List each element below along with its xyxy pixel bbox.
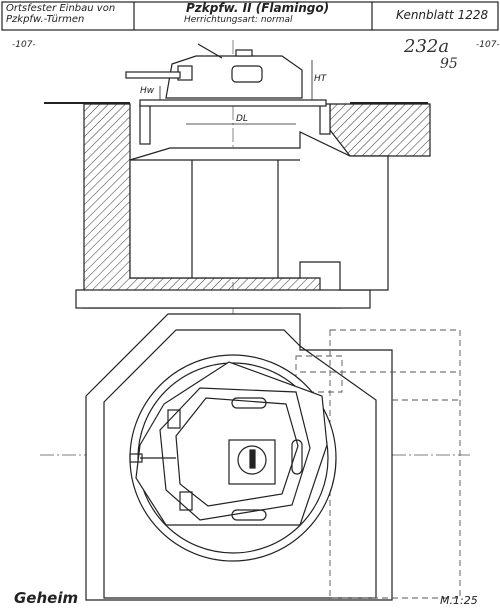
section-view: [75, 43, 431, 309]
drawing-title: Pzkpfw. II (Flamingo): [186, 1, 330, 15]
header-caption-line2: Pzkpfw.-Türmen: [6, 14, 85, 25]
handwritten-stamp-line2: 95: [440, 56, 458, 72]
sheet-number-left: -107-: [12, 40, 36, 50]
sheet-number-right: -107-: [476, 40, 500, 50]
classification-label: Geheim: [14, 589, 79, 607]
dimension-label-ht: HT: [314, 74, 327, 84]
title-block-frame: [1, 1, 499, 31]
dimension-label-dl: DL: [236, 114, 248, 124]
turret-top-view-icon: [129, 387, 311, 521]
dimension-label-hw: Hw: [140, 86, 155, 96]
turret-side-view-icon: [125, 43, 303, 99]
handwritten-stamp-line1: 232a: [404, 36, 450, 57]
drawing-subtitle: Herrichtungsart: normal: [184, 15, 293, 25]
card-number: Kennblatt 1228: [396, 8, 489, 22]
scale-label: M.1:25: [440, 594, 478, 607]
header-caption-line1: Ortsfester Einbau von: [6, 3, 116, 14]
plan-view: [85, 313, 461, 601]
dimension-lines: [159, 60, 313, 125]
